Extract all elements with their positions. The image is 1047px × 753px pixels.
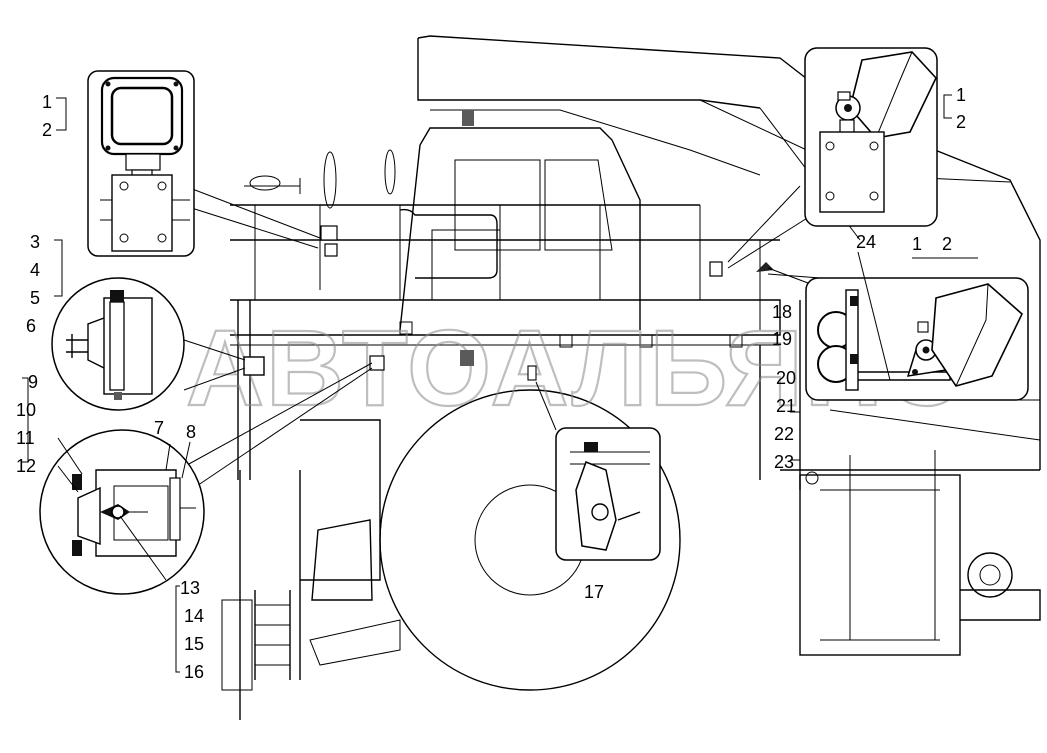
callout-24: 24 bbox=[856, 232, 876, 252]
callout-2-right: 2 bbox=[956, 112, 966, 132]
detail-work-lamp-top-right bbox=[804, 47, 938, 227]
leader-lines bbox=[175, 184, 833, 501]
callout-21: 21 bbox=[776, 396, 796, 416]
detail-circle-side-lamp bbox=[39, 429, 205, 595]
detail-center-bracket-lamp bbox=[555, 427, 661, 561]
callout-6: 6 bbox=[26, 316, 36, 336]
callout-brackets bbox=[22, 94, 978, 673]
callout-14: 14 bbox=[184, 606, 204, 626]
callout-10: 10 bbox=[16, 400, 36, 420]
callout-20: 20 bbox=[776, 368, 796, 388]
callout-19: 19 bbox=[772, 329, 792, 349]
callout-labels: 1 2 1 2 3 4 5 6 9 10 11 12 7 8 13 14 15 … bbox=[16, 85, 966, 682]
callout-1-mid: 1 bbox=[912, 234, 922, 254]
callout-23: 23 bbox=[774, 452, 794, 472]
callout-8: 8 bbox=[186, 422, 196, 442]
callout-9: 9 bbox=[28, 372, 38, 392]
detail-work-lamp-top-left bbox=[87, 70, 195, 257]
detail-circle-marker-lamp bbox=[51, 277, 185, 411]
callout-2-left: 2 bbox=[42, 120, 52, 140]
callout-3: 3 bbox=[30, 232, 40, 252]
callout-18: 18 bbox=[772, 302, 792, 322]
callout-11: 11 bbox=[16, 428, 35, 448]
callout-5: 5 bbox=[30, 288, 40, 308]
callout-2-mid: 2 bbox=[942, 234, 952, 254]
callout-1-left: 1 bbox=[42, 92, 52, 112]
callout-13: 13 bbox=[180, 578, 200, 598]
callout-16: 16 bbox=[184, 662, 204, 682]
callout-12: 12 bbox=[16, 456, 36, 476]
detail-lamp-bracket-right bbox=[805, 277, 1029, 401]
callout-22: 22 bbox=[774, 424, 794, 444]
lamp-marker-cab-left bbox=[243, 110, 774, 381]
callout-15: 15 bbox=[184, 634, 204, 654]
callout-4: 4 bbox=[30, 260, 40, 280]
callout-17: 17 bbox=[584, 582, 604, 602]
callout-7: 7 bbox=[154, 418, 164, 438]
callout-1-right: 1 bbox=[956, 85, 966, 105]
